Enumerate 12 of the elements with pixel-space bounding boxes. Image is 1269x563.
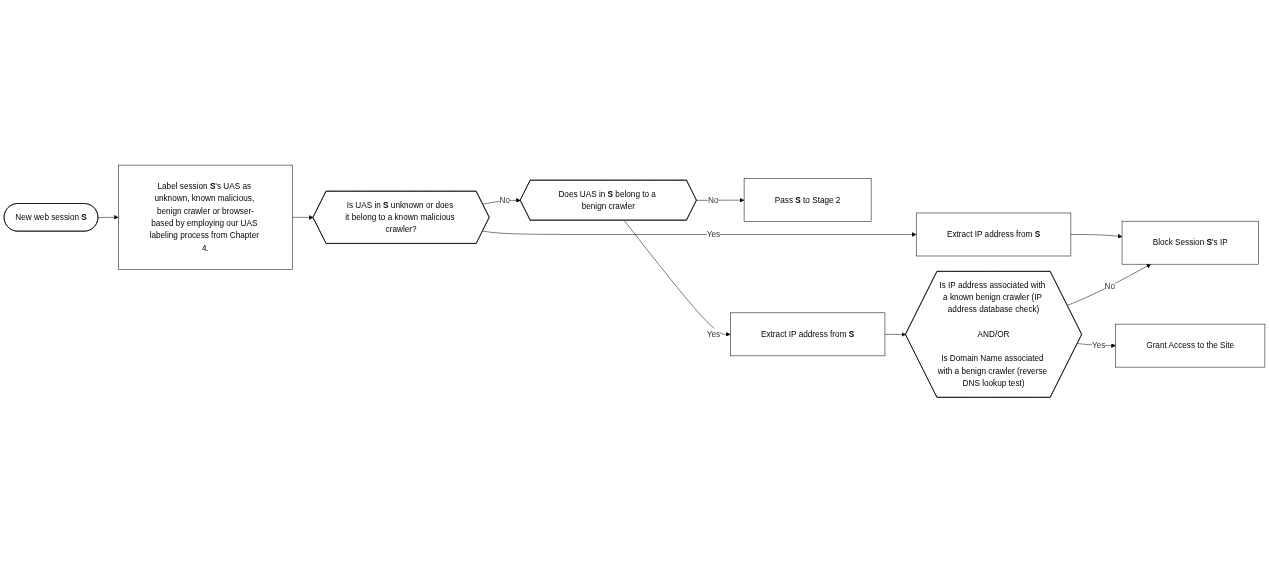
edge-label: No (708, 195, 719, 205)
edge-label: No (1104, 282, 1116, 291)
edge-label: Yes (706, 330, 721, 339)
node-box: Block Session S's IP (1121, 221, 1259, 265)
node-box: Extract IP address from S (915, 213, 1072, 257)
edge-label: No (499, 195, 510, 205)
node-box: Label session S's UAS as unknown, known malicious, benign crawler or browser-based by employing our UAS labeling process from Chapter 4. (118, 165, 293, 271)
node-box: Pass S to Stage 2 (743, 178, 872, 223)
node-box: Extract IP address from S (730, 312, 886, 357)
edge-label: Yes (1091, 341, 1106, 350)
edge-label: Yes (706, 230, 721, 239)
node-box: Grant Access to the Site (1115, 324, 1266, 368)
